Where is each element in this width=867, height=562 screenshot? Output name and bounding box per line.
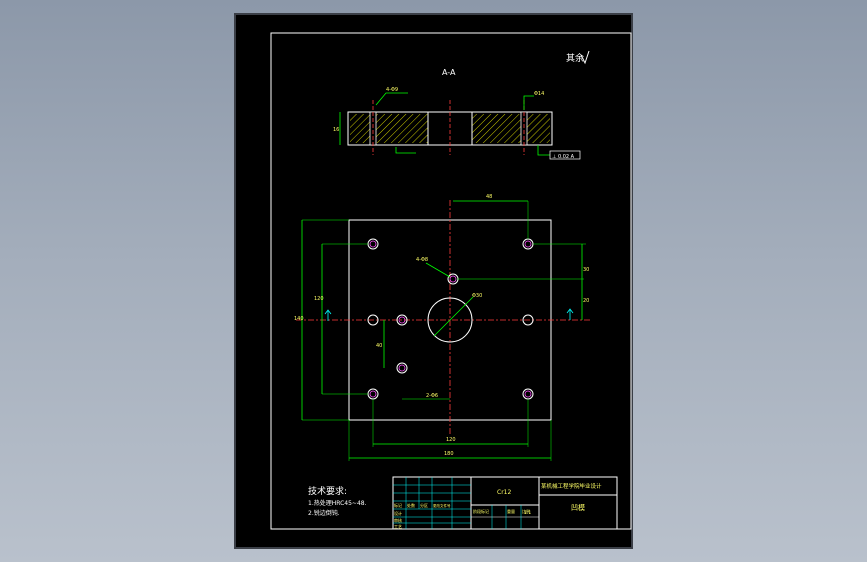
notes-title: 技术要求:	[308, 485, 347, 497]
title-label-process: 工艺	[394, 524, 402, 529]
tolerance-box: ⊥ 0.02 A	[552, 154, 575, 160]
title-label-stage: 阶段标记	[473, 508, 489, 514]
title-scale: 1:1	[524, 510, 531, 516]
title-part-name: 凹模	[571, 503, 585, 512]
dim-overall-w: 180	[444, 451, 454, 457]
dim-pin-hole: 2-Φ6	[426, 393, 438, 399]
tech-notes: 技术要求: 1.热处理HRC45~48. 2.锐边倒钝.	[308, 485, 367, 517]
dim-left-vert: 120	[314, 296, 324, 302]
plan-view: Φ30 4-Φ8 48	[294, 194, 591, 461]
title-material: Cr12	[497, 489, 511, 496]
notes-item-1: 1.热处理HRC45~48.	[308, 499, 367, 507]
drawing-sheet: 其余 A-A 16 4-Φ9 Φ14 ⊥ 0.02 A Φ30	[234, 13, 633, 549]
roughness-label: 其余	[566, 52, 584, 64]
section-view: 16 4-Φ9 Φ14 ⊥ 0.02 A	[333, 87, 581, 160]
side-left-callout: 4-Φ9	[386, 87, 398, 93]
dim-hole-vert: 30	[583, 267, 589, 273]
dim-hole-offset: 48	[486, 194, 492, 200]
roughness-symbol: 其余	[566, 50, 590, 65]
title-label-weight: 重量	[507, 508, 515, 514]
dim-overall-h: 140	[294, 316, 304, 322]
dim-width: 120	[446, 437, 456, 443]
thickness-dim: 16	[333, 127, 339, 133]
title-school: 某机械工程学院毕业设计	[541, 482, 602, 490]
side-right-callout: Φ14	[534, 91, 544, 97]
title-label-design: 设计	[394, 510, 402, 516]
title-label-change: 更改文件号	[433, 503, 451, 508]
section-label: A-A	[442, 68, 456, 77]
title-label-review: 审核	[394, 517, 402, 523]
title-label-zone: 分区	[420, 502, 428, 508]
dim-mid-vert: 40	[376, 343, 382, 349]
notes-item-2: 2.锐边倒钝.	[308, 509, 340, 517]
title-label-mark: 标记	[394, 502, 402, 508]
dim-right-small: 20	[583, 298, 589, 304]
center-hole-dim: Φ30	[472, 293, 482, 299]
title-label-count: 处数	[407, 502, 415, 508]
small-hole-dim: 4-Φ8	[416, 257, 428, 263]
title-label-ratio: 比例	[522, 508, 530, 514]
cad-drawing: 其余 A-A 16 4-Φ9 Φ14 ⊥ 0.02 A Φ30	[270, 32, 632, 530]
title-block: Cr12 某机械工程学院毕业设计 凹模 1:1 标记 处数 分区 更改文件号 设…	[392, 476, 618, 530]
mid-holes	[367, 273, 534, 374]
